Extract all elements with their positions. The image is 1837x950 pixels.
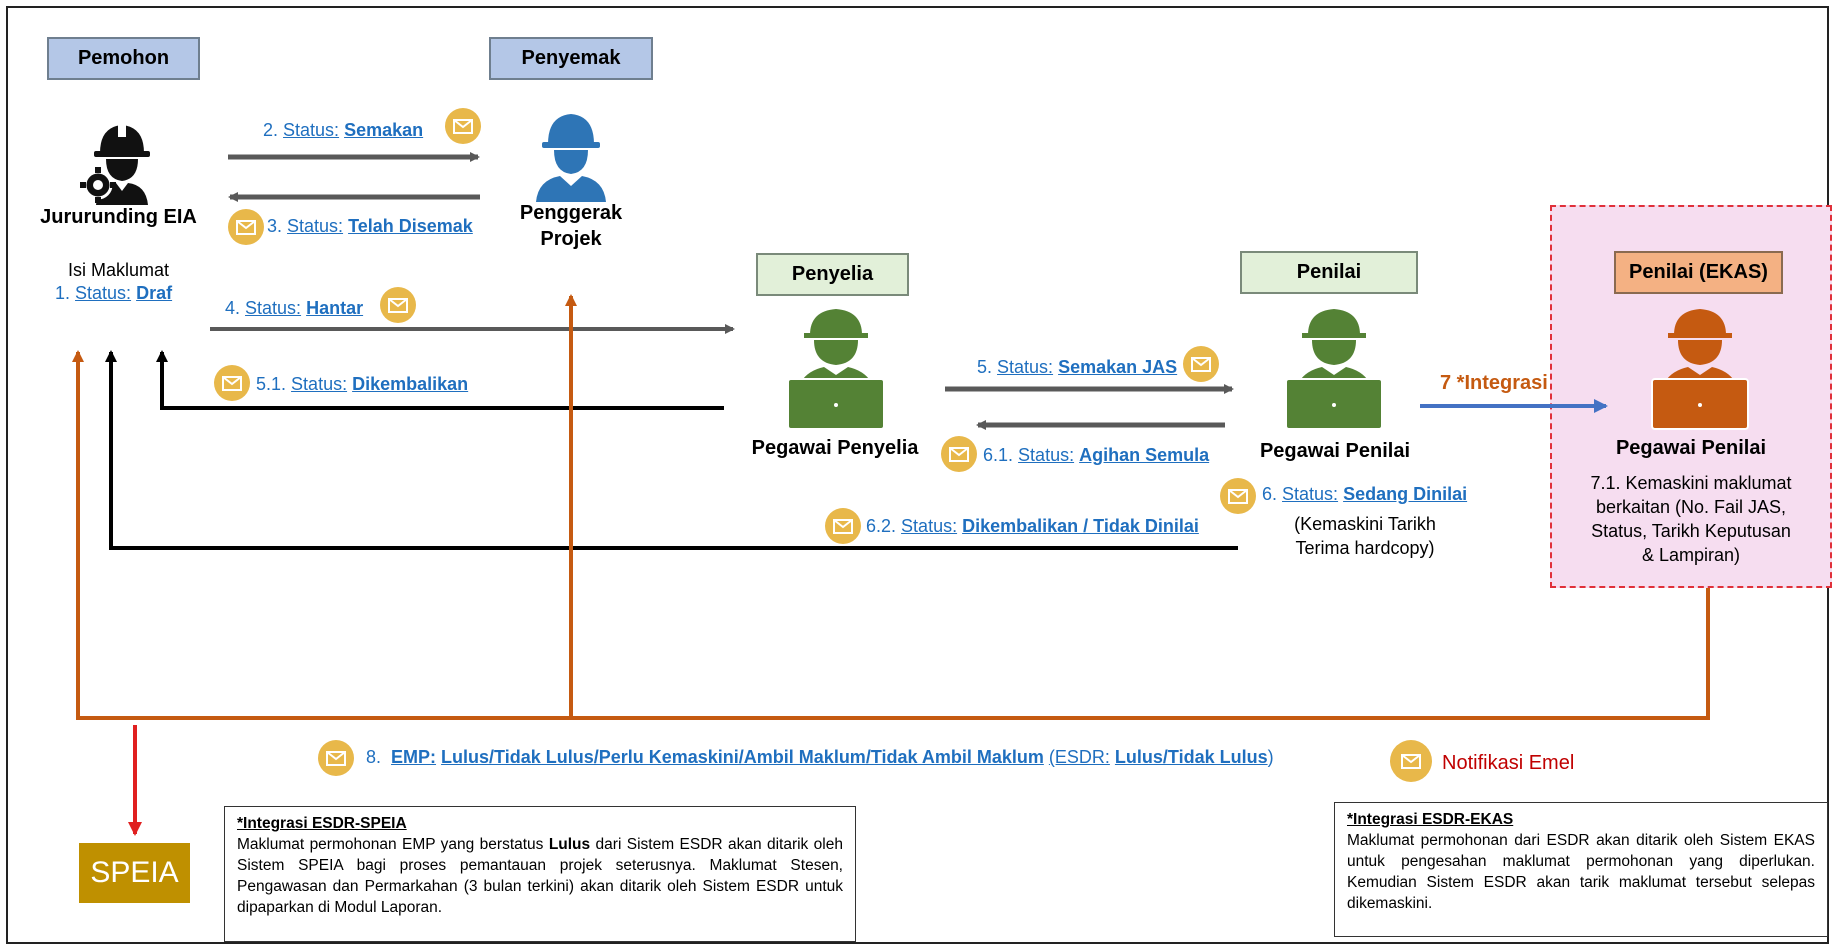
helmet-person-icon bbox=[536, 114, 606, 202]
role-penilai-ekas: Penilai (EKAS) bbox=[1614, 251, 1783, 294]
envelope-icon bbox=[941, 436, 977, 472]
status-step-6-1: 6.1. Status: Agihan Semula bbox=[983, 445, 1210, 465]
envelope-icon bbox=[1390, 740, 1432, 782]
role-penyelia: Penyelia bbox=[756, 253, 909, 296]
isi-maklumat-text: Isi Maklumat bbox=[67, 260, 170, 280]
envelope-icon bbox=[214, 365, 250, 401]
actor-pegawai-penyelia: Pegawai Penyelia bbox=[751, 437, 919, 459]
status-step-1: 1. Status: Draf bbox=[55, 283, 173, 303]
notifikasi-emel-legend: Notifikasi Emel bbox=[1442, 752, 1575, 774]
arrow-step-8-loop bbox=[72, 350, 1710, 720]
envelope-icon bbox=[445, 108, 481, 144]
envelope-icon bbox=[1183, 346, 1219, 382]
role-penilai: Penilai bbox=[1240, 251, 1418, 294]
engineer-icon bbox=[80, 123, 150, 205]
status-step-8: 8. EMP: Lulus/Tidak Lulus/Perlu Kemaskin… bbox=[366, 747, 1274, 767]
actor-pegawai-penilai-ekas: Pegawai Penilai bbox=[1615, 437, 1767, 459]
envelope-icon bbox=[228, 209, 264, 245]
note-integrasi-speia: *Integrasi ESDR-SPEIA Maklumat permohona… bbox=[224, 806, 856, 942]
status-step-4: 4. Status: Hantar bbox=[225, 298, 364, 318]
status-step-5: 5. Status: Semakan JAS bbox=[977, 357, 1178, 377]
actor-jururunding: Jururunding EIA bbox=[40, 206, 197, 228]
laptop-person-icon bbox=[1651, 309, 1749, 430]
speia-system-box: SPEIA bbox=[79, 843, 190, 903]
envelope-icon bbox=[825, 508, 861, 544]
arrow-step-5-1 bbox=[156, 350, 724, 410]
laptop-person-icon bbox=[787, 309, 885, 430]
role-pemohon: Pemohon bbox=[47, 37, 200, 80]
status-step-6: 6. Status: Sedang Dinilai bbox=[1262, 484, 1468, 504]
laptop-person-icon bbox=[1285, 309, 1383, 430]
integrasi-label: 7 *Integrasi bbox=[1440, 372, 1548, 394]
note-integrasi-ekas: *Integrasi ESDR-EKAS Maklumat permohonan… bbox=[1334, 802, 1828, 937]
arrow-step-6-2 bbox=[105, 350, 1238, 550]
actor-pegawai-penilai: Pegawai Penilai bbox=[1259, 440, 1411, 462]
envelope-icon bbox=[318, 740, 354, 776]
envelope-icon bbox=[1220, 478, 1256, 514]
role-penyemak: Penyemak bbox=[489, 37, 653, 80]
status-step-3: 3. Status: Telah Disemak bbox=[267, 216, 473, 236]
status-step-6-2: 6.2. Status: Dikembalikan / Tidak Dinila… bbox=[866, 516, 1199, 536]
envelope-icon bbox=[380, 287, 416, 323]
status-step-5-1: 5.1. Status: Dikembalikan bbox=[256, 374, 469, 394]
status-step-2: 2. Status: Semakan bbox=[263, 120, 424, 140]
